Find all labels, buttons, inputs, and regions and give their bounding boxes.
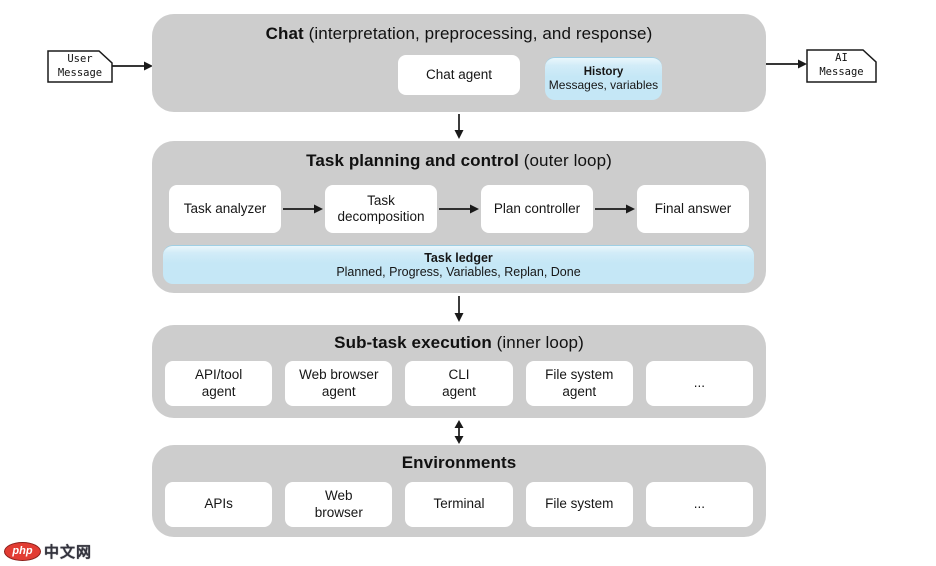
environments-title-bold: Environments bbox=[401, 453, 517, 472]
planning-title-rest: (outer loop) bbox=[518, 151, 612, 170]
step-plan-controller: Plan controller bbox=[481, 185, 593, 233]
section-subtask-execution: Sub-task execution (inner loop) API/tool… bbox=[152, 325, 766, 418]
ai-message-line2: Message bbox=[819, 66, 864, 78]
agent-api-tool: API/tool agent bbox=[165, 361, 273, 406]
task-ledger: Task ledger Planned, Progress, Variables… bbox=[163, 245, 754, 284]
subtask-agents-row: API/tool agent Web browser agent CLI age… bbox=[165, 361, 754, 406]
history-subtitle: Messages, variables bbox=[548, 78, 659, 92]
section-environments: Environments APIs Web browser Terminal F… bbox=[152, 445, 766, 537]
agent-more: ... bbox=[645, 361, 754, 406]
arrow-planning-to-subtask bbox=[454, 296, 464, 322]
task-ledger-title: Task ledger bbox=[424, 251, 493, 265]
step-task-decomposition: Task decomposition bbox=[325, 185, 437, 233]
ai-message-note: AI Message bbox=[806, 49, 877, 83]
watermark-text: 中文网 bbox=[44, 544, 93, 561]
history-title: History bbox=[583, 66, 624, 78]
chat-title-bold: Chat bbox=[265, 24, 304, 43]
history-store: History Messages, variables bbox=[545, 57, 662, 100]
env-terminal: Terminal bbox=[405, 482, 513, 527]
task-ledger-subtitle: Planned, Progress, Variables, Replan, Do… bbox=[336, 265, 581, 279]
user-message-note: User Message bbox=[47, 50, 113, 83]
env-web-browser: Web browser bbox=[285, 482, 393, 527]
user-message-label: User Message bbox=[47, 50, 113, 83]
ai-message-label: AI Message bbox=[806, 49, 877, 83]
php-logo-badge: php bbox=[4, 542, 41, 561]
subtask-section-title: Sub-task execution (inner loop) bbox=[152, 325, 766, 353]
user-message-line1: User bbox=[67, 52, 93, 65]
arrow-user-to-chat bbox=[112, 61, 153, 71]
planning-steps-row: Task analyzer Task decomposition Plan co… bbox=[169, 185, 749, 233]
environments-section-title: Environments bbox=[152, 445, 766, 473]
agent-file-system: File system agent bbox=[525, 361, 633, 406]
subtask-title-bold: Sub-task execution bbox=[334, 333, 492, 352]
arrow-controller-to-answer bbox=[595, 204, 635, 214]
env-file-system: File system bbox=[525, 482, 633, 527]
section-task-planning: Task planning and control (outer loop) T… bbox=[152, 141, 766, 293]
note-shape bbox=[47, 50, 113, 83]
chat-title-rest: (interpretation, preprocessing, and resp… bbox=[303, 24, 653, 43]
chat-section-title: Chat (interpretation, preprocessing, and… bbox=[152, 14, 766, 44]
agent-web-browser: Web browser agent bbox=[285, 361, 393, 406]
planning-section-title: Task planning and control (outer loop) bbox=[152, 141, 766, 171]
section-chat: Chat (interpretation, preprocessing, and… bbox=[152, 14, 766, 112]
arrow-subtask-env-bidirectional bbox=[454, 420, 464, 444]
site-watermark: php 中文网 bbox=[4, 541, 92, 562]
agent-cli: CLI agent bbox=[405, 361, 513, 406]
step-final-answer: Final answer bbox=[637, 185, 749, 233]
user-message-line2: Message bbox=[57, 66, 103, 79]
arrow-decomposition-to-controller bbox=[439, 204, 479, 214]
arrow-analyzer-to-decomposition bbox=[283, 204, 323, 214]
note-shape bbox=[806, 49, 877, 83]
environments-row: APIs Web browser Terminal File system ..… bbox=[165, 482, 754, 527]
subtask-title-rest: (inner loop) bbox=[491, 333, 584, 352]
env-apis: APIs bbox=[165, 482, 273, 527]
arrow-chat-to-ai bbox=[766, 59, 807, 69]
step-task-analyzer: Task analyzer bbox=[169, 185, 281, 233]
chat-agent-box: Chat agent bbox=[398, 55, 520, 95]
ai-message-line1: AI bbox=[835, 52, 848, 65]
arrow-chat-to-planning bbox=[454, 114, 464, 139]
env-more: ... bbox=[645, 482, 754, 527]
planning-title-bold: Task planning and control bbox=[306, 151, 519, 170]
